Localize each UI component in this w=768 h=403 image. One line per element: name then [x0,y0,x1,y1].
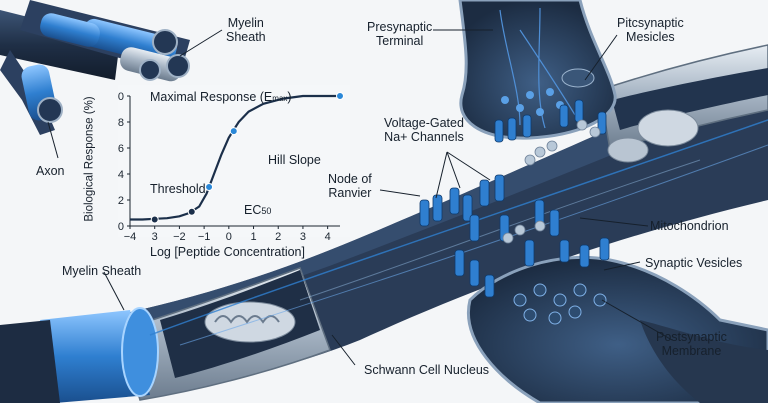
x-tick-label: 2 [275,231,281,243]
presynaptic-line1: Presynaptic [367,20,433,34]
chart-title-tail: ) [287,90,292,104]
schwann-cell-nucleus-label: Schwann Cell Nucleus [364,363,490,377]
presynaptic-line2: Terminal [376,34,424,48]
curve-point [336,92,344,100]
vesicle-dots [502,119,601,244]
curve-point [229,127,238,136]
x-tick-label: 3 [152,231,158,243]
chart-title-text: Maximal Response (E [150,90,273,104]
mesicles-label: Pitcsynaptic Mesicles [617,16,684,44]
ranvier-line2: Ranvier [328,186,372,200]
ranvier-line1: Node of [328,172,372,186]
myelin-sheath-top-line2: Sheath [226,30,266,44]
y-tick-label: 6 [118,143,124,155]
x-tick-label: 1 [250,231,256,243]
x-tick-label: 0 [226,231,232,243]
x-axis-label: Log [Peptide Concentration] [150,245,305,259]
y-tick-label: 0 [118,221,124,233]
x-tick-label: −2 [173,231,186,243]
hill-slope-label: Hill Slope [268,153,321,167]
myelin-sheath-top-line1: Myelin [227,16,264,30]
postsynaptic-line2: Membrane [661,344,722,358]
y-axis-label: Biological Response (%) [83,96,96,222]
curve-point [205,183,214,191]
voltage-line2: Na+ Channels [384,130,464,144]
myelin-sheath-top-label: Myelin Sheath [226,16,266,44]
curve-point [150,215,159,224]
ec50-sub: 50 [261,206,272,216]
threshold-label: Threshold [150,182,206,196]
chart-title: Maximal Response (Emax) [150,90,292,106]
y-tick-label: 4 [118,169,124,181]
pointer-lines [47,29,673,366]
main-axon [0,44,768,403]
x-tick-label: 3 [300,231,306,243]
mitochondrion-label: Mitochondrion [650,219,729,233]
mesicles-line1: Pitcsynaptic [617,16,684,30]
postsynaptic-line1: Postsynaptic [656,330,727,344]
y-tick-label: 8 [118,117,124,129]
mesicles-line2: Mesicles [626,30,675,44]
cable-bundle [0,0,190,135]
synaptic-vesicles-label: Synaptic Vesicles [645,256,743,270]
presynaptic-terminal [458,0,617,140]
presynaptic-label: Presynaptic Terminal [367,20,432,48]
x-tick-label: −4 [124,231,137,243]
x-tick-label: −1 [198,231,211,243]
ec50-label: EC50 [244,203,271,218]
chart-title-sub: max [272,94,288,103]
axon-label: Axon [36,164,65,178]
voltage-line1: Voltage-Gated [384,116,464,130]
curve-point [187,207,196,216]
x-tick-label: 4 [325,231,331,243]
dose-response-curve [130,94,340,221]
y-tick-label: 0 [118,91,124,103]
postsynaptic-label: Postsynaptic Membrane [656,330,727,358]
node-of-ranvier-label: Node of Ranvier [328,172,372,200]
dose-response-chart: −4 3 −2 −1 0 1 2 3 4 0 2 4 6 8 0 [118,85,350,243]
na-channel-clusters [419,99,610,298]
ec50-text: EC [244,203,262,217]
y-tick-label: 2 [118,195,124,207]
myelin-sheath-left-label: Myelin Sheath [62,264,142,278]
voltage-gated-label: Voltage-Gated Na+ Channels [384,116,464,144]
postsynaptic-membrane [467,255,768,403]
